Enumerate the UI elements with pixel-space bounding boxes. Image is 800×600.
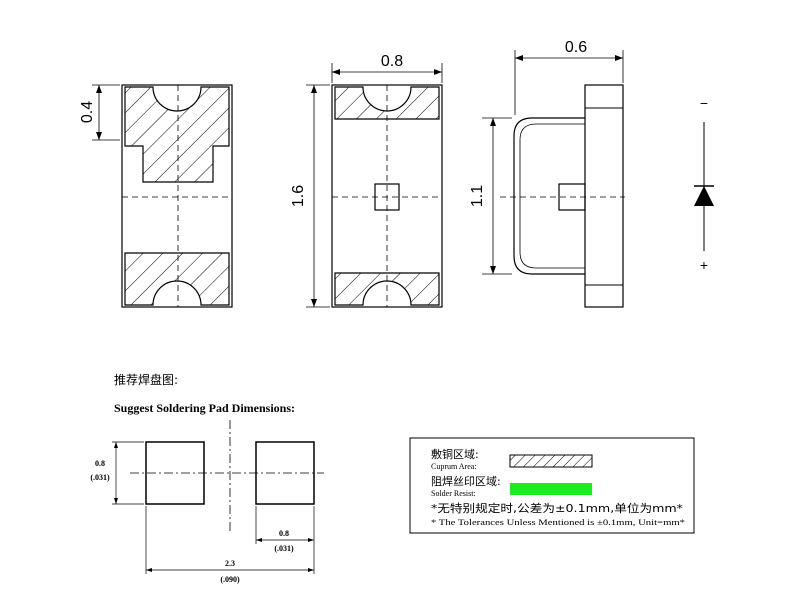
pad-total-in: (.090) xyxy=(220,575,240,584)
legend-resist-en: Solder Resist: xyxy=(431,489,476,498)
legend-cuprum-cn: 敷铜区域: xyxy=(431,447,479,461)
pad-height-in: (.031) xyxy=(90,473,110,482)
pad-title-cn: 推荐焊盘图: xyxy=(114,372,178,387)
bottom-view: 0.4 xyxy=(79,84,233,308)
polarity-minus: − xyxy=(700,95,708,111)
pad-height-mm: 0.8 xyxy=(95,459,105,468)
legend-resist-swatch xyxy=(510,483,592,495)
pad-title-en: Suggest Soldering Pad Dimensions: xyxy=(114,401,295,415)
tolerance-cn: *无特别规定时,公差为±0.1mm,单位为mm* xyxy=(431,501,684,515)
polarity-plus: + xyxy=(700,257,708,273)
dim-0-8-top: 0.8 xyxy=(381,53,403,70)
top-view: 0.8 1.6 xyxy=(290,53,443,308)
dim-0-4: 0.4 xyxy=(79,101,96,123)
legend-cuprum-swatch xyxy=(509,454,593,468)
dim-1-6: 1.6 xyxy=(290,185,307,207)
pad-width-mm: 0.8 xyxy=(279,529,289,538)
legend-resist-cn: 阻焊丝印区域: xyxy=(431,474,501,488)
diode-polarity-symbol: − + xyxy=(694,95,714,273)
legend-box: 敷铜区域: Cuprum Area: 阻焊丝印区域: Solder Resist… xyxy=(409,437,695,534)
dim-1-1: 1.1 xyxy=(469,185,486,207)
soldering-pad-section: 推荐焊盘图: Suggest Soldering Pad Dimensions:… xyxy=(90,372,324,584)
pad-width-in: (.031) xyxy=(274,544,294,553)
pad-total-mm: 2.3 xyxy=(225,559,235,568)
legend-cuprum-en: Cuprum Area: xyxy=(431,462,477,471)
side-view: 0.6 1.1 xyxy=(469,39,625,308)
dim-0-6: 0.6 xyxy=(565,39,587,56)
tolerance-en: * The Tolerances Unless Mentioned is ±0.… xyxy=(431,518,685,527)
